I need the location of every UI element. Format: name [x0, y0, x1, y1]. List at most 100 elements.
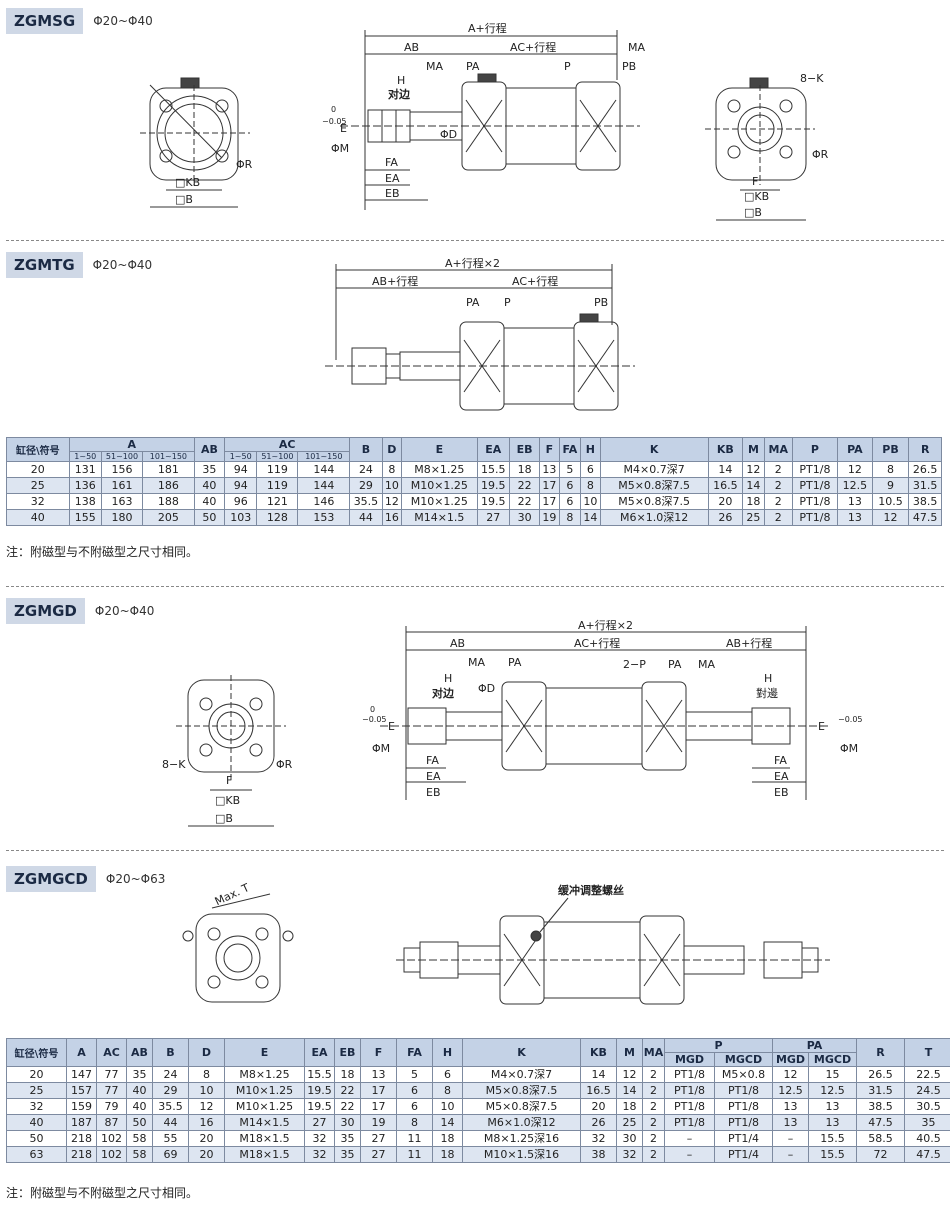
table-cell: M8×1.25深16	[462, 1130, 581, 1147]
table-cell: 50	[126, 1114, 153, 1131]
zgmgd-h-label: H	[444, 672, 452, 685]
table-cell: 18	[616, 1098, 643, 1115]
zgmsg-ea-label: EA	[385, 172, 400, 185]
zgmgd-e-label: E	[388, 720, 395, 733]
table-cell: 12	[871, 509, 910, 526]
table-cell: 14	[707, 461, 744, 478]
zgmsg-pb-label: PB	[622, 60, 636, 73]
table-cell: 40	[126, 1082, 153, 1099]
table-cell: 47.5	[856, 1114, 906, 1131]
table-cell: 30	[508, 509, 541, 526]
note-2: 注：附磁型与不附磁型之尺寸相同。	[6, 1186, 199, 1200]
table-cell: PT1/8	[664, 1098, 715, 1115]
subheader-mgcd: MGCD	[714, 1052, 773, 1067]
table-cell: M5×0.8深7.5	[462, 1098, 581, 1115]
table-cell: 8	[580, 477, 601, 494]
table-cell: PT1/8	[791, 477, 839, 494]
table-cell: 102	[96, 1146, 127, 1163]
table-cell: 119	[256, 477, 299, 494]
zgmsg-r2-label: ΦR	[812, 148, 829, 161]
zgmgd-tol-bottom: −0.05	[362, 715, 387, 724]
table-cell: 13	[837, 493, 873, 510]
zgmgd-h2-label: H	[764, 672, 772, 685]
model-label: ZGMSG	[6, 8, 84, 34]
table-cell: 20	[6, 461, 70, 478]
table-cell: PT1/8	[714, 1082, 773, 1099]
table-cell: 26.5	[908, 461, 942, 478]
zgmgd-end-view	[176, 675, 286, 827]
zgmgd-8k-label: 8−K	[162, 758, 186, 771]
subheader-mgcd: MGCD	[807, 1052, 858, 1067]
header-r: R	[908, 437, 942, 462]
table-cell: 14	[432, 1114, 463, 1131]
header-m: M	[616, 1038, 643, 1067]
table-cell: 10	[188, 1082, 225, 1099]
table-cell: 161	[100, 477, 144, 494]
table-cell: 17	[539, 493, 560, 510]
zgmsg-tol-bottom: −0.05	[322, 117, 347, 126]
model-label: ZGMTG	[6, 252, 83, 278]
table-cell: PT1/8	[714, 1114, 773, 1131]
table-cell: 138	[68, 493, 102, 510]
zgmsg-kb-label: □KB	[175, 176, 200, 189]
table-cell: 32	[304, 1146, 335, 1163]
table-cell: 157	[66, 1082, 97, 1099]
table-cell: M14×1.5	[224, 1114, 305, 1131]
table-cell: 26.5	[856, 1066, 906, 1083]
table-cell: 20	[707, 493, 744, 510]
section-header-zgmtg: ZGMTG Φ20~Φ40	[6, 252, 152, 278]
table-cell: 18	[508, 461, 541, 478]
table-cell: 5	[558, 461, 582, 478]
table-cell: M10×1.25	[224, 1098, 305, 1115]
table-cell: 58	[126, 1130, 153, 1147]
header-b: B	[152, 1038, 189, 1067]
table-cell: –	[664, 1146, 715, 1163]
zgmgd-ea-label: EA	[426, 770, 441, 783]
table-cell: 38.5	[856, 1098, 906, 1115]
header-f: F	[360, 1038, 397, 1067]
table-cell: 12.5	[807, 1082, 858, 1099]
zgmsg-a-label: A+行程	[468, 22, 507, 35]
table-cell: 6	[558, 477, 582, 494]
header-k: K	[462, 1038, 581, 1067]
subheader: 1~50	[68, 451, 102, 462]
table-cell: 128	[256, 509, 299, 526]
header-ma: MA	[763, 437, 793, 462]
header-h: H	[432, 1038, 463, 1067]
subheader: 101~150	[297, 451, 351, 462]
zgmsg-ma2-label: MA	[426, 60, 443, 73]
table-cell: 50	[6, 1130, 67, 1147]
table-cell: 13	[772, 1114, 809, 1131]
table-cell: 47.5	[904, 1146, 950, 1163]
header-f: F	[539, 437, 560, 462]
table-cell: 22	[334, 1082, 361, 1099]
table-cell: 27	[304, 1114, 335, 1131]
table-cell: 27	[476, 509, 510, 526]
table-cell: –	[664, 1130, 715, 1147]
header-m: M	[742, 437, 765, 462]
table-cell: M4×0.7深7	[462, 1066, 581, 1083]
table-cell: 6	[396, 1098, 433, 1115]
zgmsg-h-label: H	[397, 74, 405, 87]
table-cell: 155	[68, 509, 102, 526]
table-cell: 35.5	[152, 1098, 189, 1115]
zgmgd-duibian-label: 对边	[432, 686, 455, 700]
model-label: ZGMGCD	[6, 866, 96, 892]
table-cell: 14	[580, 1066, 617, 1083]
header-kb: KB	[580, 1038, 617, 1067]
table-cell: 6	[558, 493, 582, 510]
table-cell: 218	[66, 1130, 97, 1147]
table-cell: 15.5	[476, 461, 510, 478]
table-cell: 2	[763, 477, 793, 494]
table-cell: 31.5	[856, 1082, 906, 1099]
table-cell: 18	[432, 1130, 463, 1147]
table-cell: 13	[807, 1114, 858, 1131]
table-cell: 15.5	[807, 1146, 858, 1163]
zgmsg-fa-label: FA	[385, 156, 398, 169]
table-cell: 15.5	[304, 1066, 335, 1083]
